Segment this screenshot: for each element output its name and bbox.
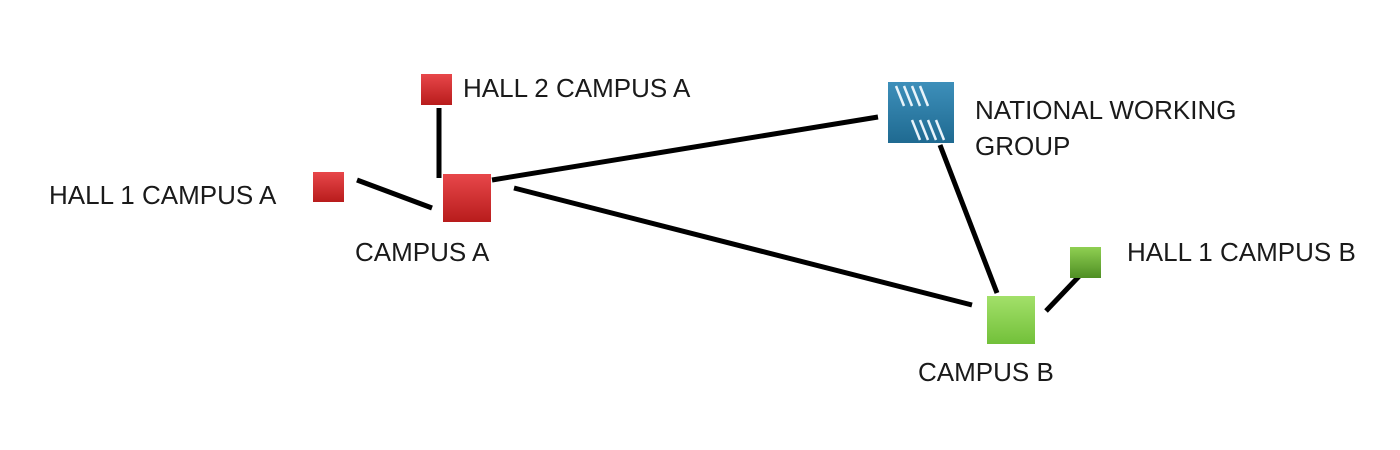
red-square-icon — [443, 174, 491, 222]
node-label: CAMPUS A — [355, 237, 490, 267]
link-campus-a-to-national-working-group — [491, 114, 879, 183]
node-hall1-campus-a[interactable]: HALL 1 CAMPUS A — [49, 172, 344, 210]
node-hall2-campus-a[interactable]: HALL 2 CAMPUS A — [421, 73, 691, 105]
node-hall1-campus-b[interactable]: HALL 1 CAMPUS B — [1070, 237, 1356, 278]
node-national-working-group[interactable]: NATIONAL WORKING GROUP — [888, 82, 1236, 161]
node-campus-b[interactable]: CAMPUS B — [918, 296, 1054, 387]
striped-blue-square-icon — [888, 82, 954, 143]
node-label-line1: NATIONAL WORKING — [975, 95, 1236, 125]
node-label: CAMPUS B — [918, 357, 1054, 387]
link-national-working-group-to-campus-b — [937, 144, 1000, 294]
link-hall1-campus-a-to-campus-a — [356, 177, 433, 211]
link-campus-a-to-campus-b — [513, 185, 973, 308]
red-square-icon — [313, 172, 344, 202]
node-label-line2: GROUP — [975, 131, 1070, 161]
red-square-icon — [421, 74, 452, 105]
green-square-icon — [1070, 247, 1101, 278]
green-square-icon — [987, 296, 1035, 344]
links — [356, 108, 1087, 313]
node-label: HALL 1 CAMPUS B — [1127, 237, 1356, 267]
node-label: HALL 2 CAMPUS A — [463, 73, 691, 103]
node-label: HALL 1 CAMPUS A — [49, 180, 277, 210]
node-campus-a[interactable]: CAMPUS A — [355, 174, 491, 267]
